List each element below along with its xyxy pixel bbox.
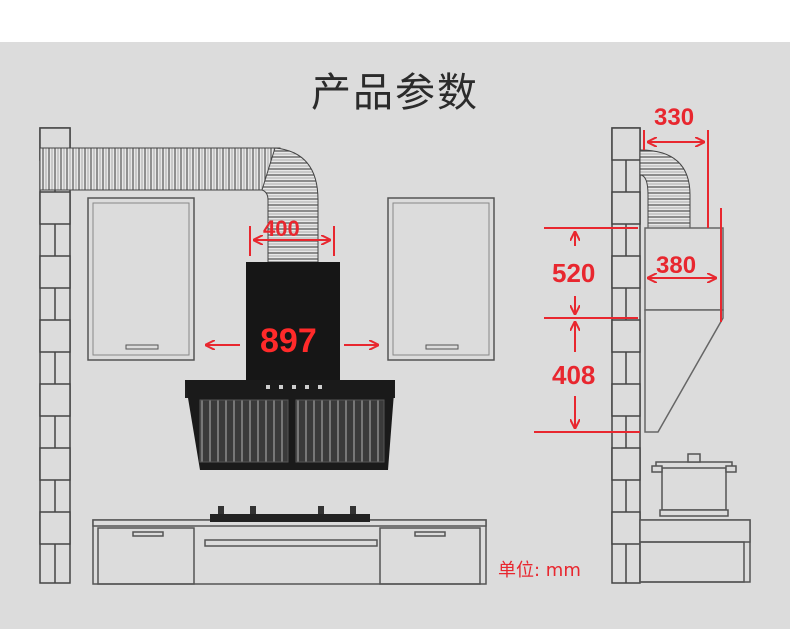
dim-wall-offset-label: 330 (654, 104, 695, 131)
cooktop (210, 506, 370, 522)
dim-upper-height-label: 520 (552, 258, 596, 288)
horizontal-duct (39, 147, 281, 191)
hood-chimney (246, 262, 340, 380)
page-title: 产品参数 (311, 70, 479, 116)
dim-hood-depth-label: 380 (656, 252, 697, 279)
control-buttons (266, 385, 322, 389)
base-cabinet (92, 519, 487, 585)
right-vent-grille (295, 399, 385, 463)
upper-cabinet-right (387, 197, 495, 361)
dim-duct-width-label: 400 (263, 216, 300, 241)
dim-lower-height-label: 408 (552, 360, 596, 390)
pot (651, 453, 737, 517)
unit-label: 单位: mm (498, 560, 581, 581)
side-hood-box (644, 227, 724, 311)
right-brick-wall (611, 127, 641, 584)
left-vent-grille (199, 399, 289, 463)
dim-hood-width-label: 897 (260, 322, 317, 360)
upper-cabinet-left (87, 197, 195, 361)
left-brick-wall (39, 127, 71, 584)
side-counter (639, 519, 751, 583)
side-hood-slope (644, 309, 724, 433)
